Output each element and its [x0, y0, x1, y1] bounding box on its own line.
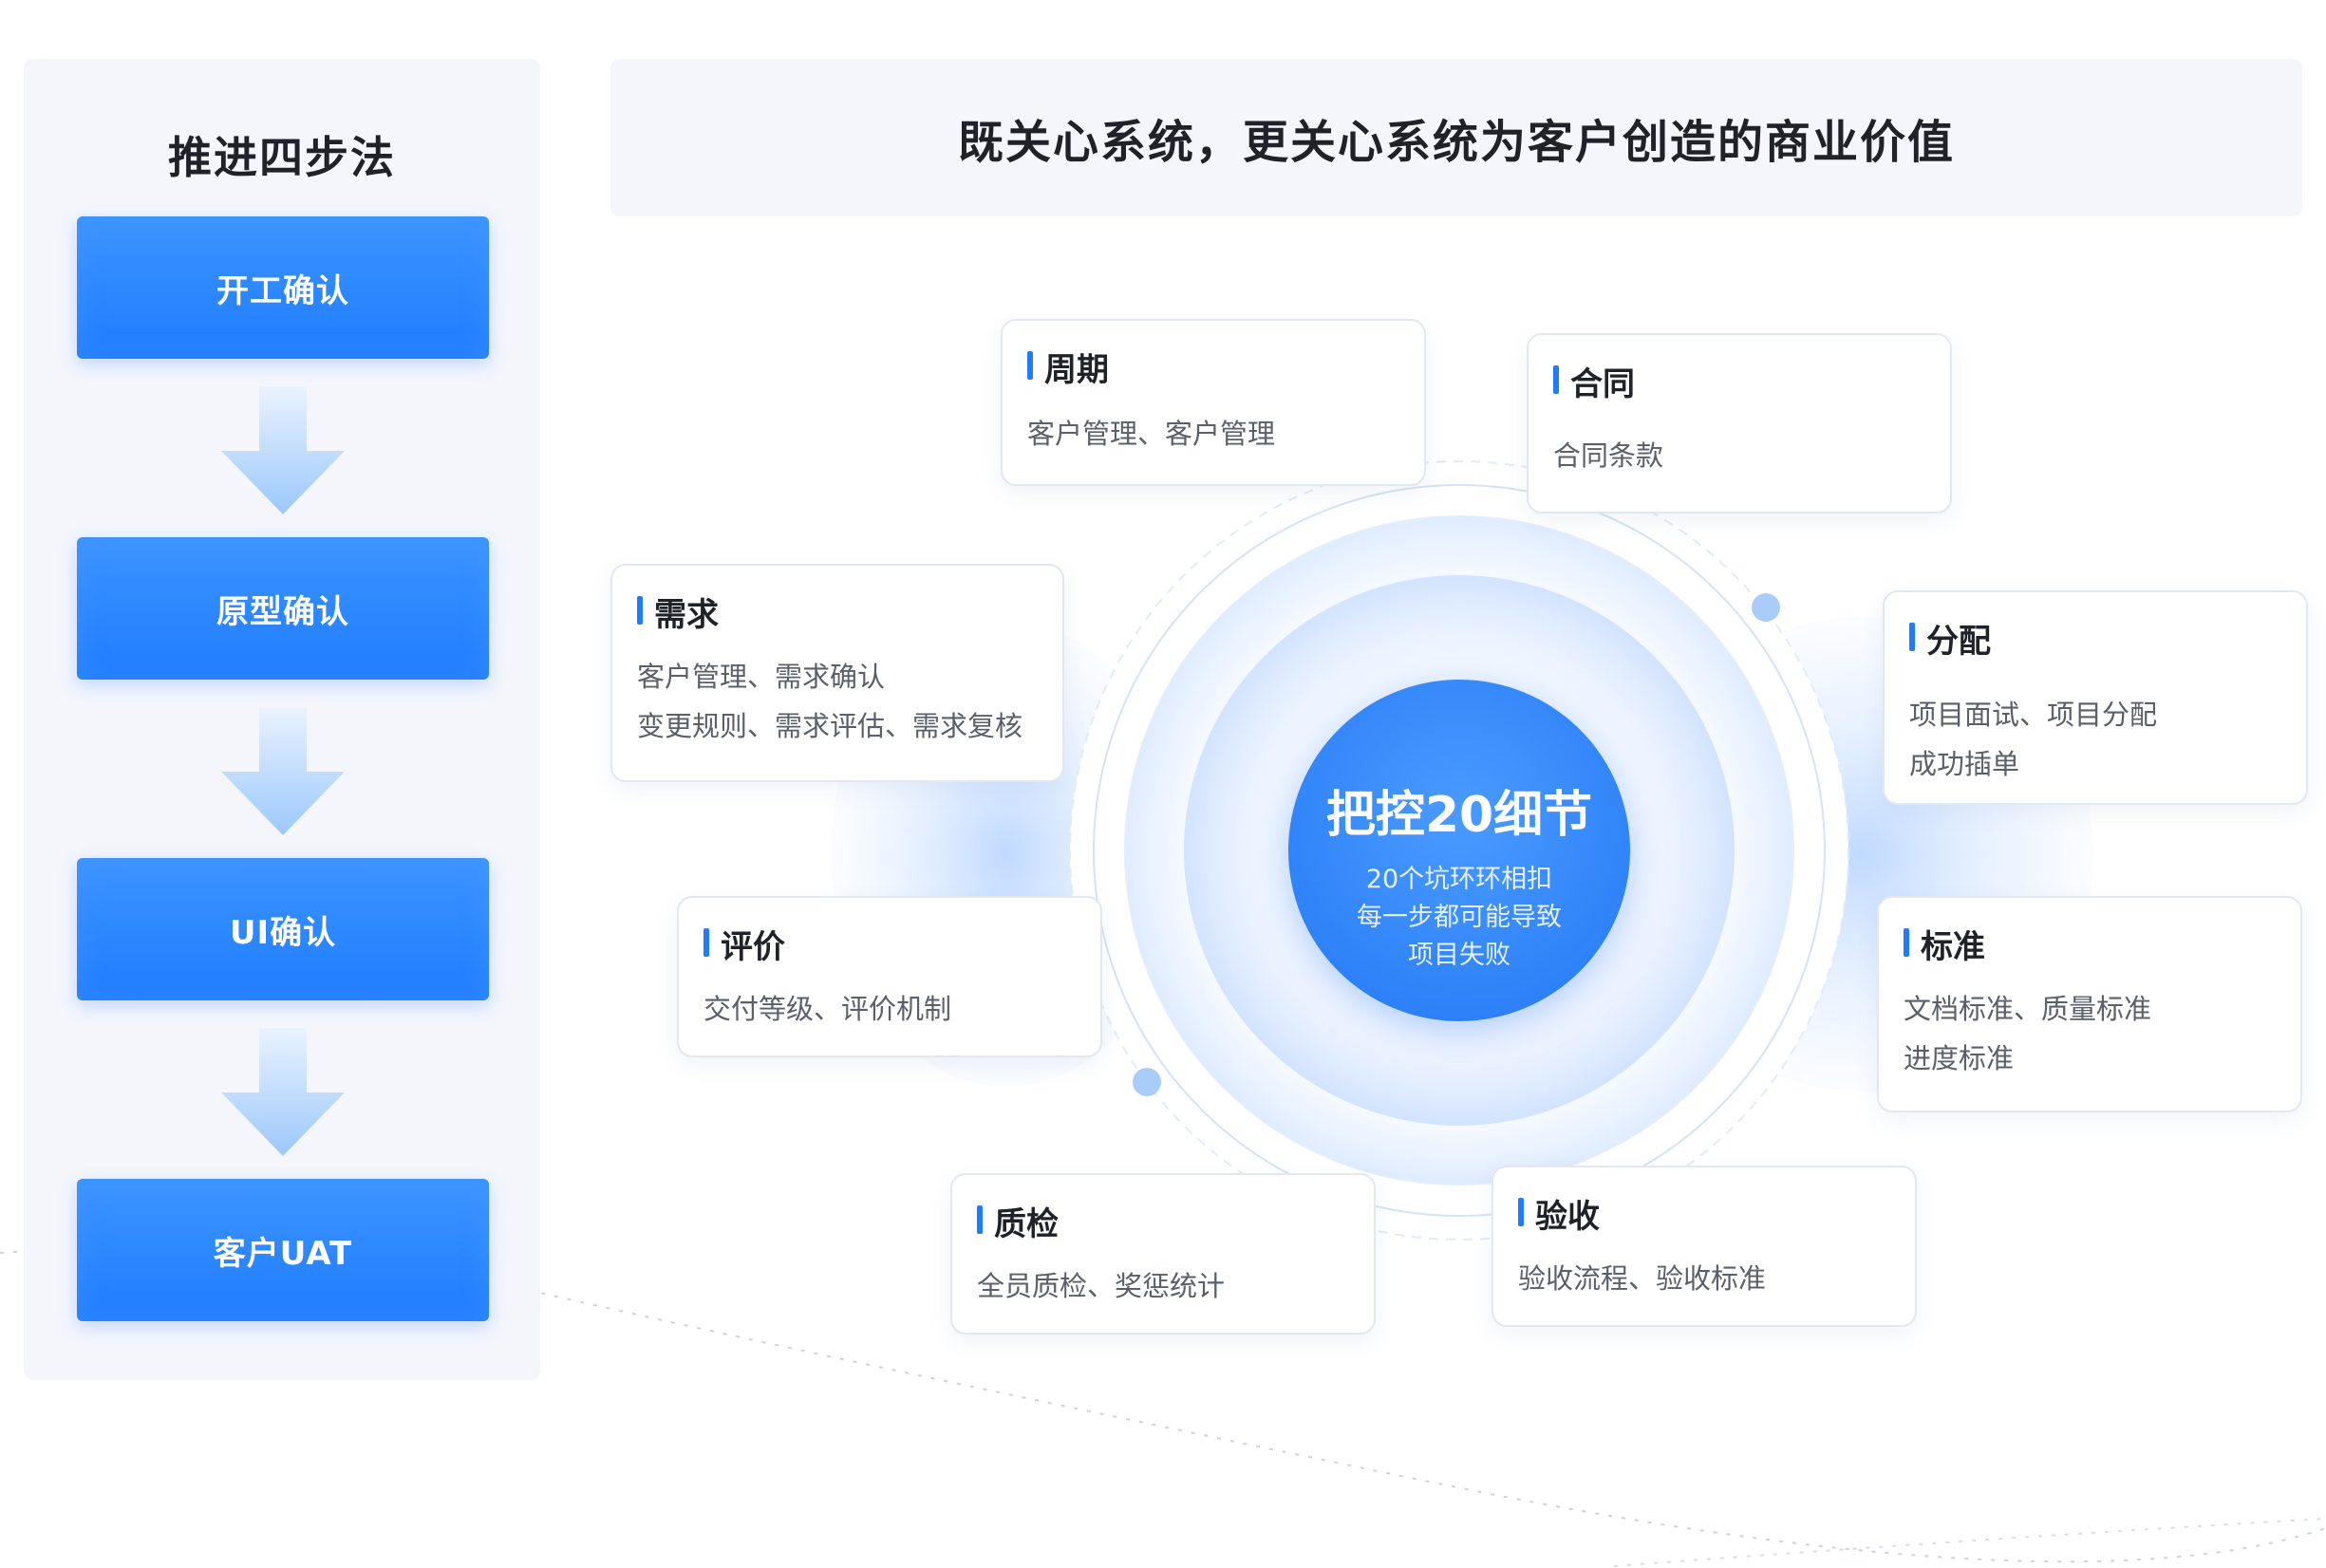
- center-line: 每一步都可能导致: [1357, 903, 1562, 932]
- card-title: 评价: [703, 921, 785, 967]
- header-title: 既关心系统，更关心系统为客户创造的商业价值: [957, 116, 1955, 169]
- card-line: 交付等级、评价机制: [703, 993, 952, 1025]
- card-line: 进度标准: [1904, 1042, 2015, 1074]
- step-ui-confirm: UI确认: [77, 858, 489, 1000]
- card-title: 标准: [1904, 921, 1985, 967]
- panel-title: 推进四步法: [168, 132, 396, 183]
- center-circle: 把控20细节 20个坑环环相扣 每一步都可能导致 项目失败: [1288, 680, 1630, 1021]
- arrow-down-icon: [221, 707, 345, 835]
- card-evaluation: 评价 交付等级、评价机制: [677, 896, 1102, 1057]
- center-line: 项目失败: [1408, 941, 1510, 970]
- card-line: 客户管理、需求确认: [637, 661, 886, 693]
- card-acceptance: 验收 验收流程、验收标准: [1491, 1166, 1917, 1327]
- card-title: 合同: [1553, 358, 1635, 404]
- step-kickoff-confirm: 开工确认: [77, 216, 489, 359]
- card-cycle: 周期 客户管理、客户管理: [1001, 319, 1426, 486]
- card-title: 分配: [1909, 615, 1991, 662]
- card-title: 需求: [637, 588, 719, 635]
- card-title: 质检: [977, 1198, 1059, 1244]
- card-title: 周期: [1027, 344, 1109, 390]
- center-title: 把控20细节: [1325, 787, 1593, 844]
- step-customer-uat: 客户UAT: [77, 1179, 489, 1321]
- card-allocation: 分配 项目面试、项目分配 成功插单: [1883, 590, 2308, 805]
- header-banner: 既关心系统，更关心系统为客户创造的商业价值: [610, 59, 2302, 216]
- card-line: 客户管理、客户管理: [1027, 418, 1276, 450]
- arrow-down-icon: [221, 386, 345, 514]
- card-title: 验收: [1518, 1190, 1600, 1237]
- card-line: 合同条款: [1553, 439, 1664, 472]
- card-standards: 标准 文档标准、质量标准 进度标准: [1877, 896, 2302, 1112]
- center-line: 20个坑环环相扣: [1365, 865, 1553, 894]
- card-line: 成功插单: [1909, 748, 2020, 780]
- card-line: 文档标准、质量标准: [1904, 993, 2152, 1025]
- card-line: 全员质检、奖惩统计: [977, 1270, 1226, 1302]
- arrow-down-icon: [221, 1028, 345, 1156]
- step-prototype-confirm: 原型确认: [77, 537, 489, 680]
- card-contract: 合同 合同条款: [1527, 333, 1952, 513]
- card-line: 变更规则、需求评估、需求复核: [637, 710, 1023, 742]
- card-line: 验收流程、验收标准: [1518, 1262, 1767, 1295]
- card-quality-check: 质检 全员质检、奖惩统计: [950, 1173, 1376, 1335]
- card-requirements: 需求 客户管理、需求确认 变更规则、需求评估、需求复核: [610, 564, 1064, 782]
- process-panel: 推进四步法 开工确认 原型确认 UI确认 客户UAT: [24, 59, 540, 1380]
- card-line: 项目面试、项目分配: [1909, 699, 2158, 731]
